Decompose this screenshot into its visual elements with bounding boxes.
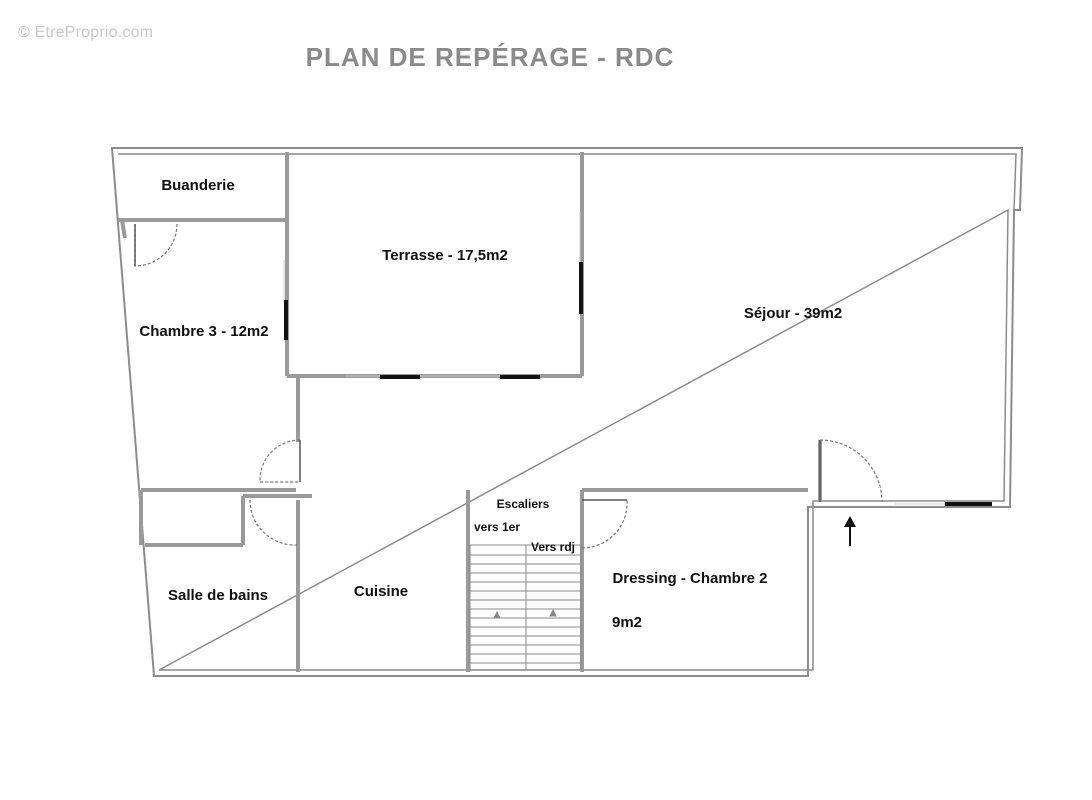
- room-label-terrasse: Terrasse - 17,5m2: [382, 247, 508, 264]
- room-label-dressing: Dressing - Chambre 2: [612, 570, 767, 587]
- room-label-chambre-3: Chambre 3 - 12m2: [139, 323, 268, 340]
- room-label-salle-de-bains: Salle de bains: [168, 587, 268, 604]
- room-label-sejour: Séjour - 39m2: [744, 305, 842, 322]
- plan-title: PLAN DE REPÉRAGE - RDC: [305, 42, 675, 72]
- stairs-label: Escaliers: [497, 497, 550, 511]
- windows: [284, 262, 992, 506]
- exterior-walls: [110, 147, 1024, 677]
- window-gaps: [283, 212, 945, 505]
- stairs-down-label: Vers rdj: [531, 540, 575, 554]
- door-swings: [134, 223, 883, 549]
- room-label-buanderie: Buanderie: [161, 177, 234, 194]
- stairs: [469, 544, 582, 671]
- stairs-up-label: vers 1er: [474, 520, 520, 534]
- door-leaves: [134, 224, 821, 502]
- watermark: © EtreProprio.com: [18, 24, 154, 41]
- arrow-up-icon: [844, 516, 856, 546]
- room-label-cuisine: Cuisine: [354, 583, 408, 600]
- room-label-dressing-area: 9m2: [612, 614, 642, 631]
